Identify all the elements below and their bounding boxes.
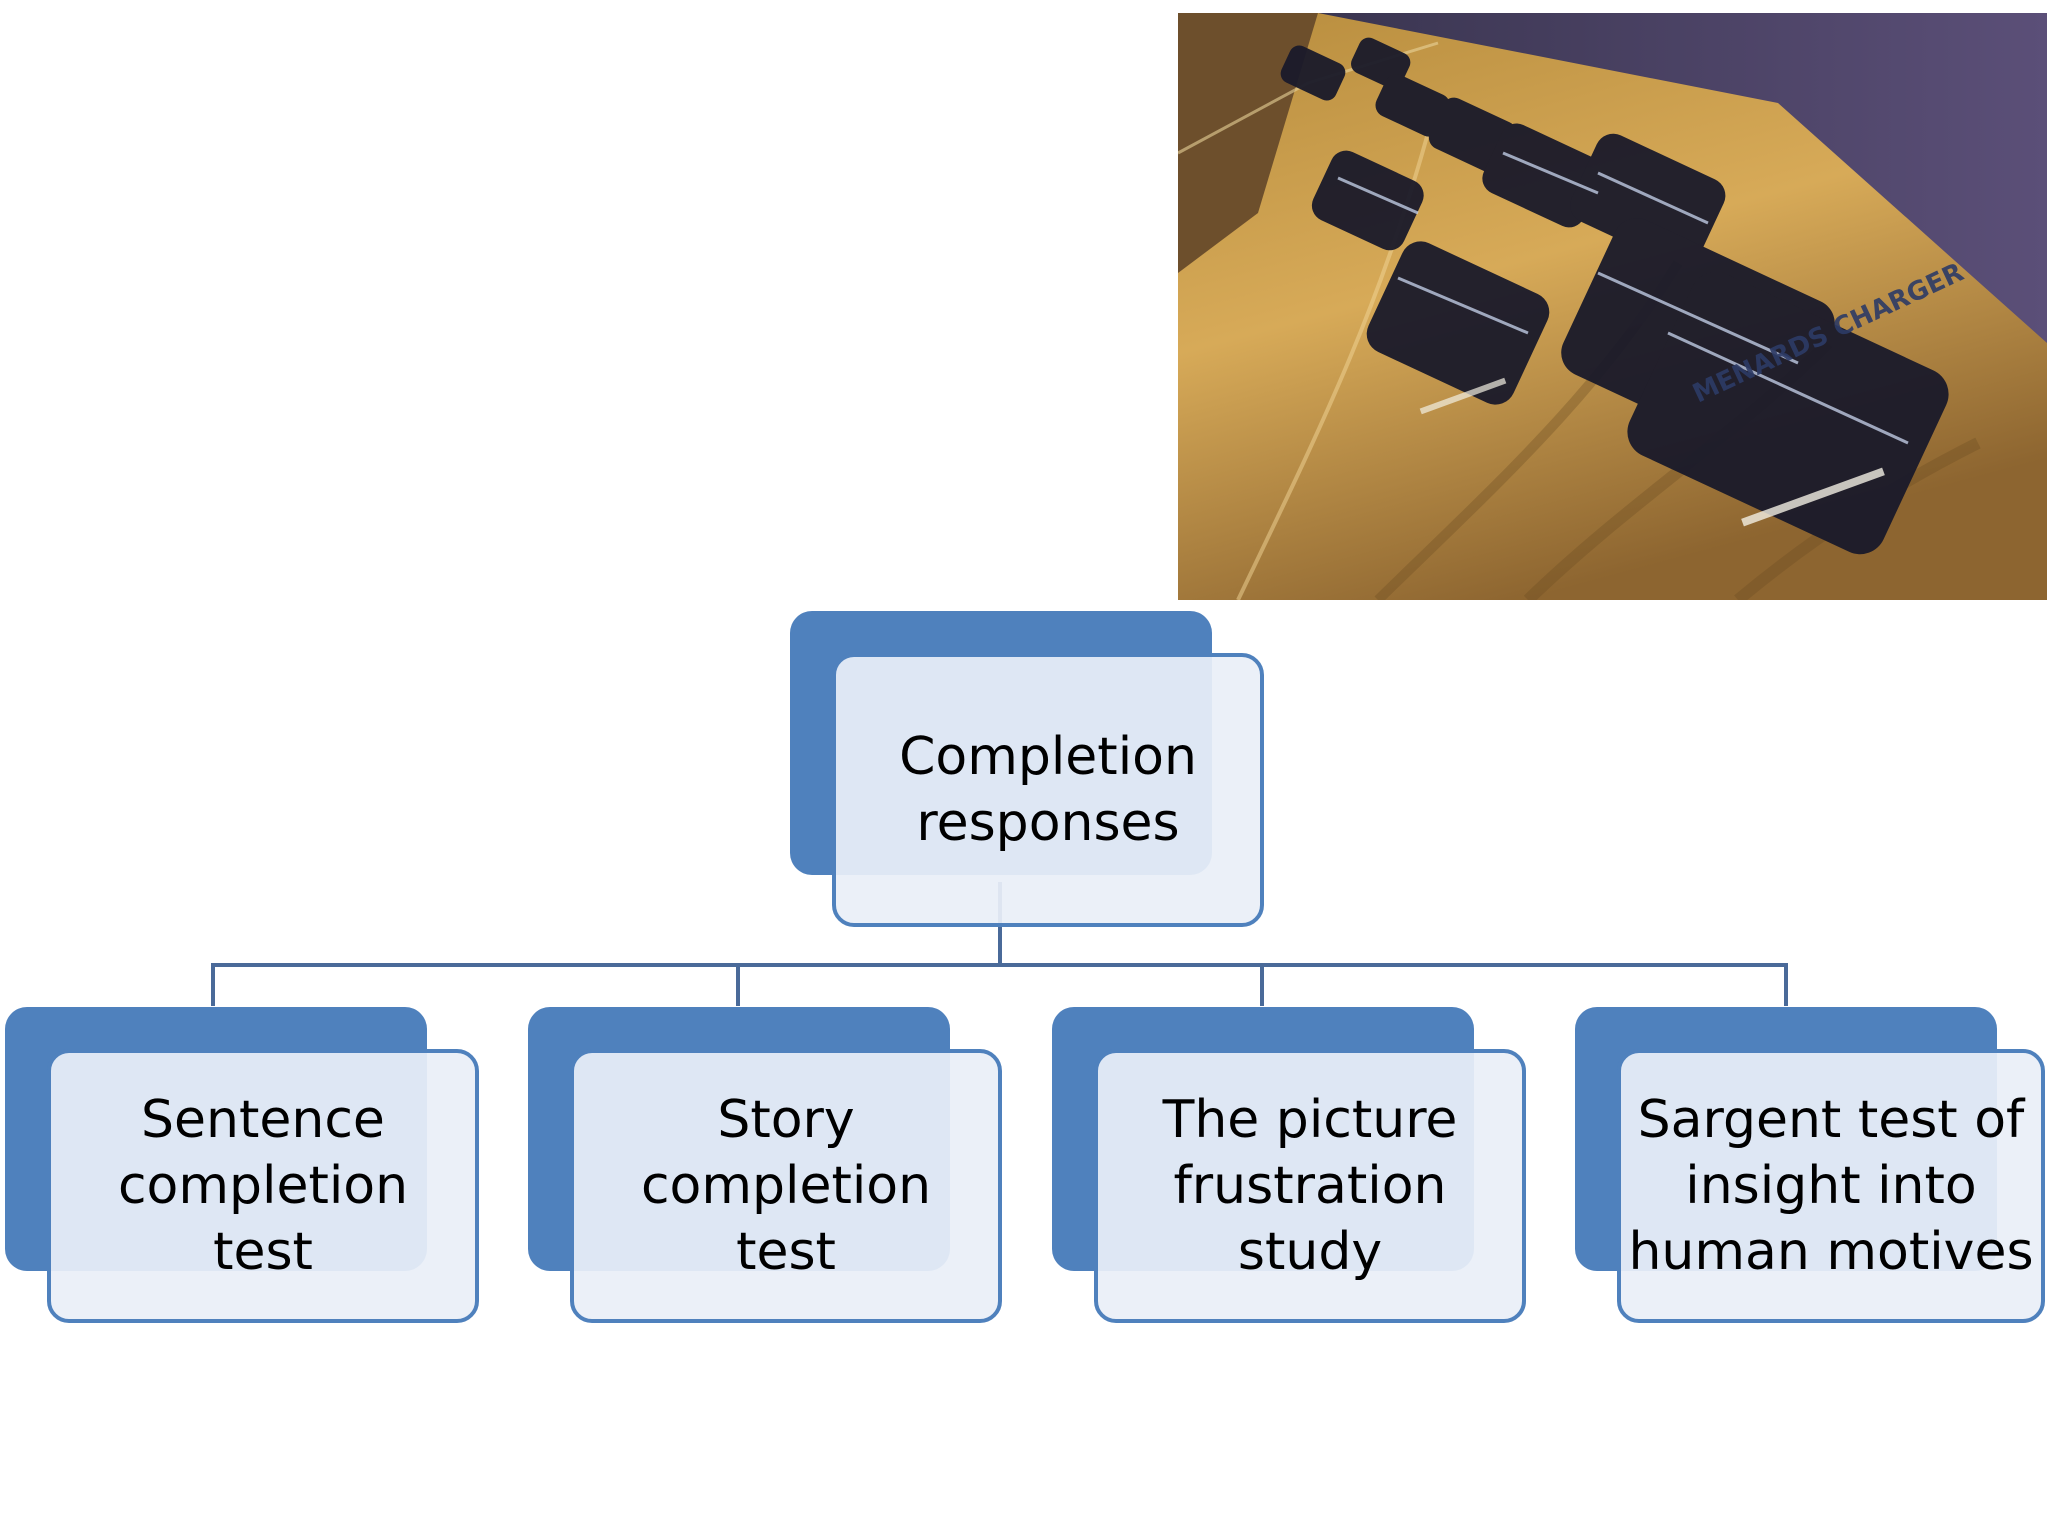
race-cars-photo: MENARDS CHARGER: [1178, 13, 2047, 600]
child-node-label: Sargent test of insight into human motiv…: [1628, 1090, 2034, 1282]
child-node-label: Sentence completion test: [117, 1090, 409, 1282]
node-box: Story completion test: [570, 1049, 1002, 1323]
child-node-label: The picture frustration study: [1162, 1090, 1458, 1282]
node-box: Sargent test of insight into human motiv…: [1617, 1049, 2045, 1323]
child-node-label: Story completion test: [640, 1090, 932, 1282]
node-box: Sentence completion test: [47, 1049, 479, 1323]
race-cars-illustration: MENARDS CHARGER: [1178, 13, 2047, 600]
root-node-label: Completion responses: [899, 727, 1197, 853]
node-box: The picture frustration study: [1094, 1049, 1526, 1323]
node-box: Completion responses: [832, 653, 1264, 927]
